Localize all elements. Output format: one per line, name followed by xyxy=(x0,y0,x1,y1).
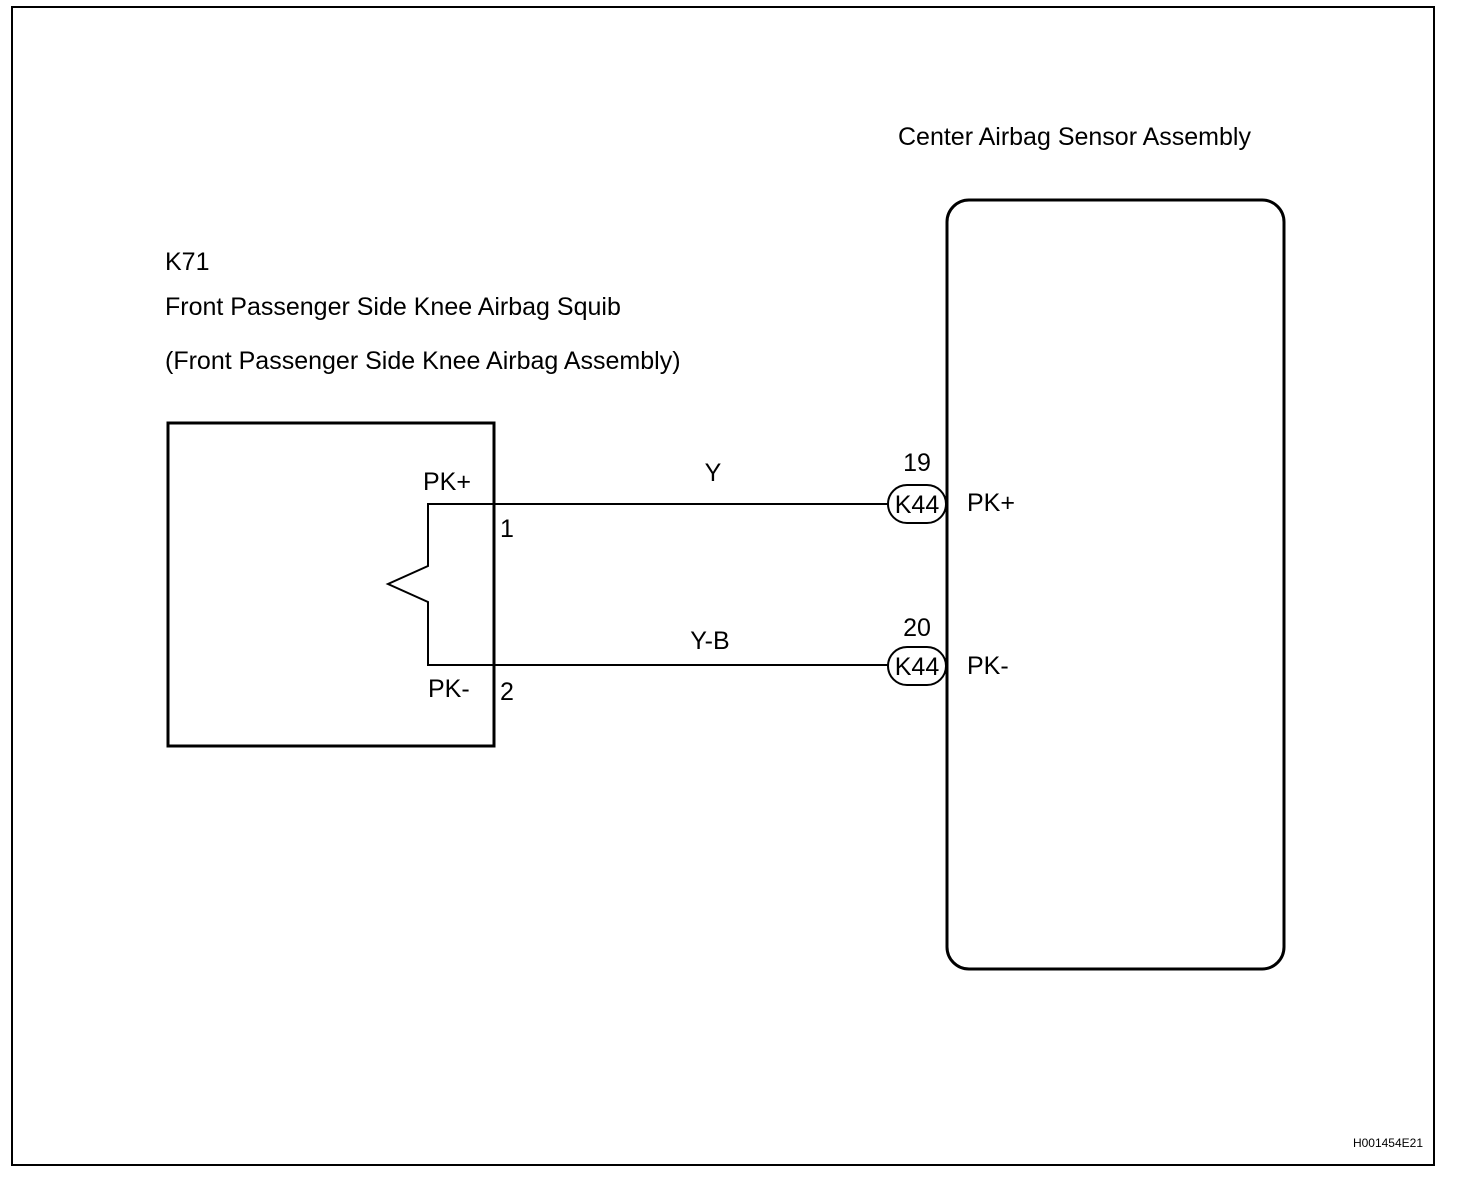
squib-pin-minus-label: PK- xyxy=(428,675,470,703)
connector-k44-minus-label: K44 xyxy=(895,653,940,681)
connector-k44-minus xyxy=(887,646,947,686)
connector-k44-plus-label: K44 xyxy=(895,491,940,519)
squib-name: Front Passenger Side Knee Airbag Squib xyxy=(165,293,621,321)
squib-assembly: (Front Passenger Side Knee Airbag Assemb… xyxy=(165,347,681,375)
sensor-pin-minus-label: PK- xyxy=(967,652,1009,680)
squib-pin-2-number: 2 xyxy=(500,678,514,706)
sensor-box xyxy=(945,198,1286,971)
sensor-pin-20-number: 20 xyxy=(903,614,931,642)
sensor-pin-plus-label: PK+ xyxy=(967,489,1015,517)
connector-k44-plus xyxy=(887,484,947,524)
sensor-pin-19-number: 19 xyxy=(903,449,931,477)
diagram-frame xyxy=(11,6,1435,1166)
squib-pin-plus-label: PK+ xyxy=(423,468,471,496)
wire-plus-color: Y xyxy=(705,459,722,487)
squib-pin-1-number: 1 xyxy=(500,515,514,543)
squib-element-symbol xyxy=(385,503,494,666)
sensor-title: Center Airbag Sensor Assembly xyxy=(898,123,1251,151)
wire-minus-color: Y-B xyxy=(690,627,729,655)
figure-code: H001454E21 xyxy=(1353,1136,1423,1150)
squib-code: K71 xyxy=(165,248,209,276)
squib-box xyxy=(166,421,496,748)
